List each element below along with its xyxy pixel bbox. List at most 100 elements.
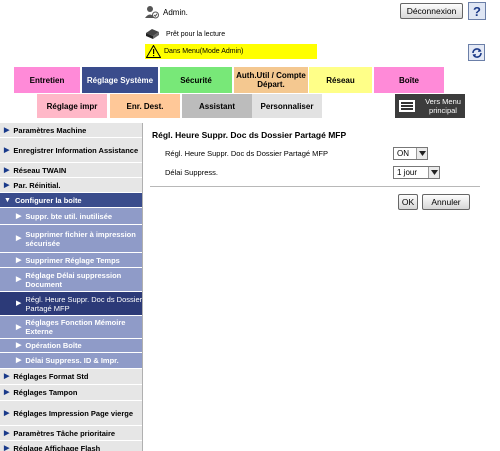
triangle-right-icon: ▶: [16, 256, 22, 264]
content-divider: [150, 186, 480, 187]
tab-label: Sécurité: [180, 75, 212, 85]
sidebar-item-label: Configurer la boîte: [14, 195, 82, 205]
triangle-right-icon: ▶: [4, 373, 10, 380]
sidebar-item-label: Paramètres Tâche prioritaire: [13, 428, 116, 438]
sidebar-item-label: Par. Réinitial.: [13, 180, 61, 190]
triangle-right-icon: ▶: [16, 342, 22, 349]
sidebar-item-4[interactable]: ▼Configurer la boîte: [0, 193, 142, 208]
sidebar-item-7[interactable]: ▶Supprimer Réglage Temps: [0, 253, 142, 268]
sidebar-item-16[interactable]: ▶Paramètres Tâche prioritaire: [0, 426, 142, 441]
tab-row1-2[interactable]: Sécurité: [160, 67, 232, 93]
sidebar-item-10[interactable]: ▶Réglages Fonction Mémoire Externe: [0, 316, 142, 339]
triangle-right-icon: ▶: [4, 126, 10, 134]
tab-label: Enr. Dest.: [126, 101, 164, 111]
sidebar-item-label: Suppr. bte util. inutilisée: [25, 211, 113, 221]
tab-row1-4[interactable]: Réseau: [309, 67, 372, 93]
delete-delay-label: Délai Suppress.: [165, 168, 218, 177]
tab-label: Réglage impr: [46, 101, 98, 111]
delete-delay-value: 1 jour: [397, 168, 418, 177]
tab-row2-1[interactable]: Enr. Dest.: [110, 94, 180, 118]
triangle-right-icon: ▶: [4, 389, 10, 396]
status-text: Prêt pour la lecture: [166, 30, 226, 38]
sidebar-item-label: Réglages Fonction Mémoire Externe: [25, 318, 126, 336]
sidebar-item-8[interactable]: ▶Réglage Délai suppression Document: [0, 268, 142, 292]
sidebar-item-label: Réglages Tampon: [13, 388, 78, 397]
help-icon: ?: [473, 3, 481, 19]
triangle-right-icon: ▶: [4, 166, 10, 174]
sidebar: ▶Paramètres Machine▶Enregistrer Informat…: [0, 123, 143, 451]
sidebar-item-label: Supprimer Réglage Temps: [25, 255, 120, 265]
tab-row1-3[interactable]: Auth.Util / Compte Départ.: [234, 67, 308, 93]
device-status: Prêt pour la lecture: [145, 27, 225, 41]
sidebar-item-0[interactable]: ▶Paramètres Machine: [0, 123, 142, 138]
sidebar-item-14[interactable]: ▶Réglages Tampon: [0, 385, 142, 401]
tab-row1-5[interactable]: Boîte: [374, 67, 444, 93]
user-info: Admin.: [145, 4, 188, 20]
sidebar-item-3[interactable]: ▶Par. Réinitial.: [0, 178, 142, 193]
admin-mode-text: Dans Menu(Mode Admin): [164, 48, 244, 55]
sidebar-item-label: Réglages Format Std: [13, 372, 89, 381]
triangle-right-icon: ▶: [16, 357, 22, 364]
sidebar-item-9[interactable]: ▶Régl. Heure Suppr. Doc ds Dossier Parta…: [0, 292, 143, 316]
tab-label: Auth.Util / Compte Départ.: [236, 71, 306, 89]
sidebar-item-15[interactable]: ▶Réglages Impression Page vierge: [0, 401, 142, 426]
triangle-right-icon: ▶: [4, 444, 10, 451]
sidebar-item-label: Paramètres Machine: [13, 125, 87, 135]
triangle-right-icon: ▶: [16, 276, 22, 283]
tab-row2-0[interactable]: Réglage impr: [37, 94, 107, 118]
triangle-right-icon: ▶: [4, 409, 10, 417]
sidebar-item-label: Réglages Impression Page vierge: [13, 408, 134, 418]
tab-label: Assistant: [198, 101, 235, 111]
triangle-right-icon: ▶: [16, 212, 22, 220]
tab-label: Réglage Système: [86, 75, 154, 85]
main-menu-label: Vers Menu principal: [425, 97, 461, 115]
sidebar-item-label: Enregistrer Information Assistance: [13, 145, 139, 155]
triangle-right-icon: ▶: [4, 181, 10, 189]
refresh-icon: [471, 47, 482, 58]
sidebar-item-5[interactable]: ▶Suppr. bte util. inutilisée: [0, 208, 142, 225]
cancel-button[interactable]: Annuler: [422, 194, 470, 210]
tab-row2-3[interactable]: Personnaliser: [252, 94, 322, 118]
warning-icon: [146, 45, 161, 58]
sidebar-item-1[interactable]: ▶Enregistrer Information Assistance: [0, 138, 142, 163]
sidebar-item-17[interactable]: ▶Réglage Affichage Flash: [0, 441, 142, 451]
delete-time-setting-value: ON: [397, 149, 409, 158]
help-button[interactable]: ?: [468, 2, 486, 20]
delete-time-setting-select[interactable]: ON: [393, 147, 428, 160]
triangle-right-icon: ▶: [4, 146, 10, 154]
tab-label: Entretien: [29, 75, 65, 85]
sidebar-item-6[interactable]: ▶Supprimer fichier à impression sécurisé…: [0, 225, 142, 253]
triangle-right-icon: ▶: [16, 235, 22, 242]
sidebar-item-2[interactable]: ▶Réseau TWAIN: [0, 163, 142, 178]
menu-grid-icon: [399, 100, 415, 112]
refresh-button[interactable]: [468, 44, 485, 61]
tab-label: Boîte: [399, 75, 419, 85]
triangle-right-icon: ▶: [4, 429, 10, 437]
sidebar-item-13[interactable]: ▶Réglages Format Std: [0, 369, 142, 385]
printer-icon: [146, 29, 159, 39]
tab-label: Réseau: [326, 75, 355, 85]
tab-row2-2[interactable]: Assistant: [182, 94, 252, 118]
tab-row1-1[interactable]: Réglage Système: [82, 67, 158, 93]
triangle-right-icon: ▶: [16, 300, 22, 307]
ok-button[interactable]: OK: [398, 194, 418, 210]
delete-delay-select[interactable]: 1 jour: [393, 166, 440, 179]
admin-mode-bar: Dans Menu(Mode Admin): [145, 44, 317, 59]
sidebar-item-label: Réseau TWAIN: [13, 165, 67, 175]
sidebar-item-label: Régl. Heure Suppr. Doc ds Dossier Partag…: [25, 294, 143, 313]
sidebar-item-label: Réglage Affichage Flash: [13, 443, 101, 451]
sidebar-item-12[interactable]: ▶Délai Suppress. ID & Impr.: [0, 353, 142, 369]
user-name: Admin.: [163, 7, 188, 17]
sidebar-item-label: Délai Suppress. ID & Impr.: [25, 356, 119, 365]
tab-row1-0[interactable]: Entretien: [14, 67, 80, 93]
sidebar-item-label: Opération Boîte: [25, 341, 82, 350]
chevron-down-icon: [428, 167, 439, 178]
sidebar-item-11[interactable]: ▶Opération Boîte: [0, 339, 142, 353]
logout-button[interactable]: Déconnexion: [400, 3, 463, 19]
main-menu-button[interactable]: Vers Menu principal: [395, 94, 465, 118]
sidebar-item-label: Supprimer fichier à impression sécurisée: [25, 229, 136, 248]
sidebar-item-label: Réglage Délai suppression Document: [25, 270, 122, 289]
page-title: Régl. Heure Suppr. Doc ds Dossier Partag…: [152, 130, 347, 140]
triangle-down-icon: ▼: [4, 196, 11, 204]
tab-label: Personnaliser: [260, 101, 314, 111]
